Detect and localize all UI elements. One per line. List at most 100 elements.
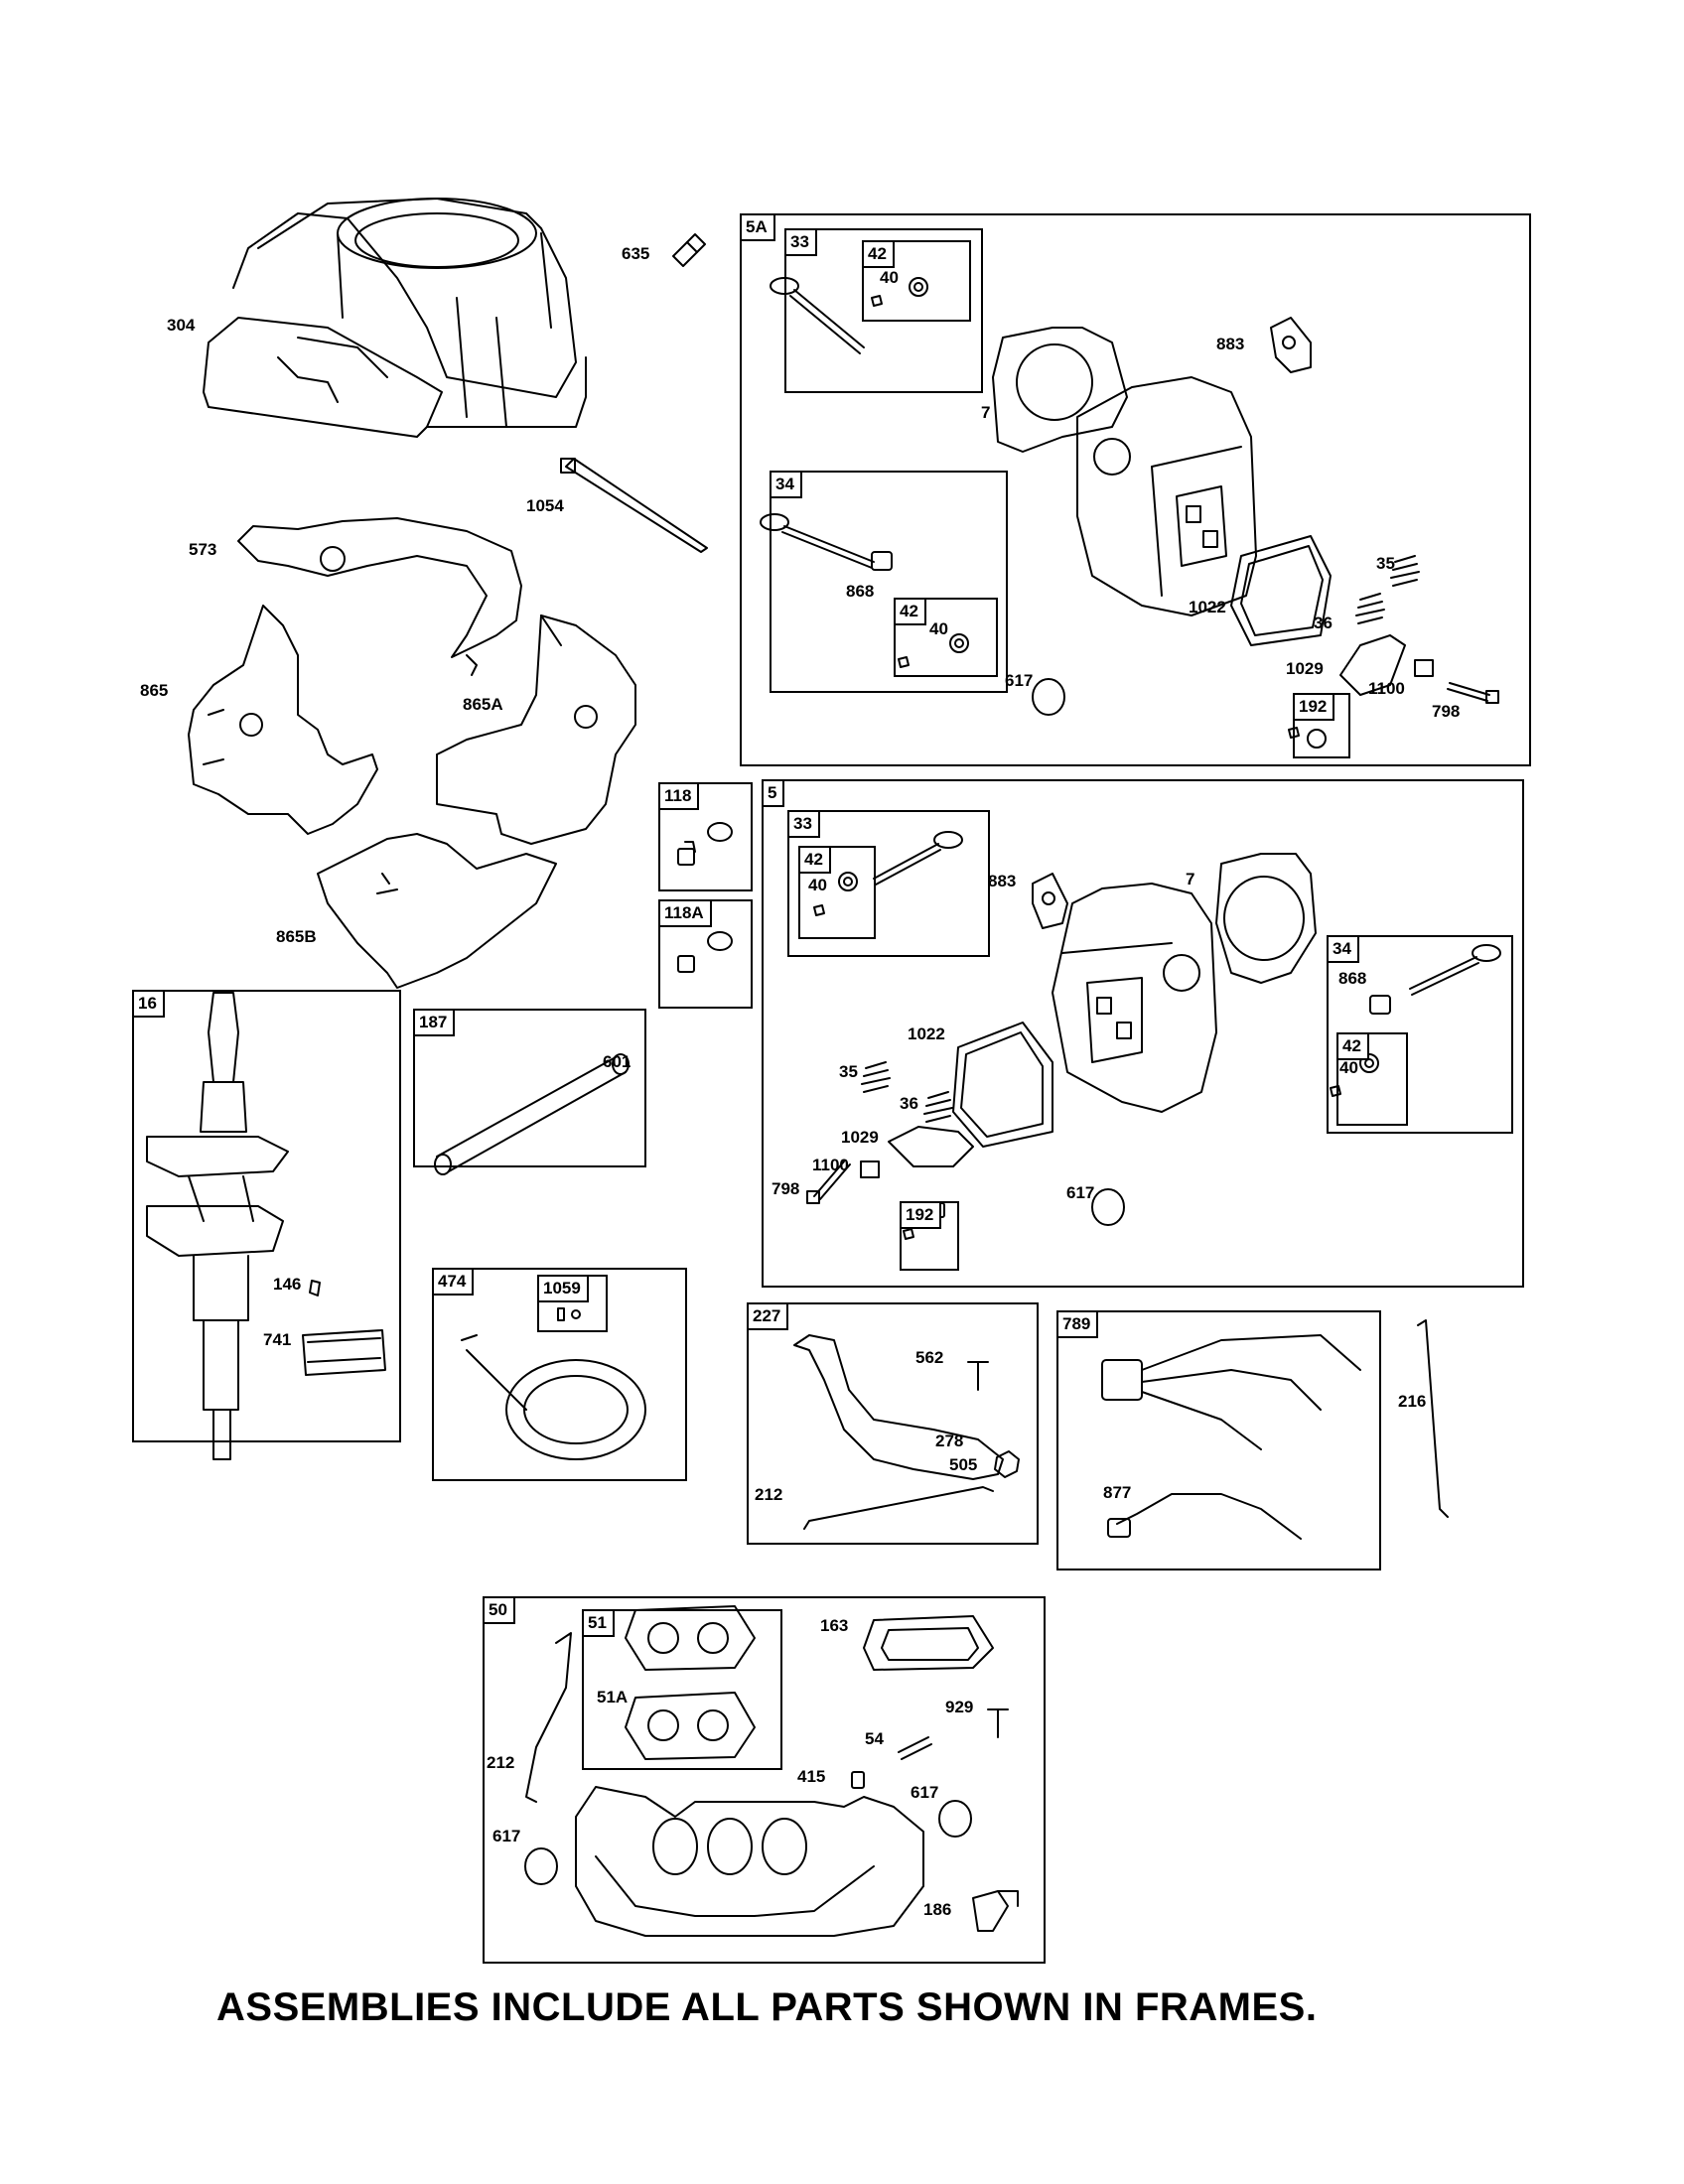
seal-617a-drawing [1032,678,1065,716]
callout-865B: 865B [276,927,317,946]
frame-tag: 50 [485,1598,515,1624]
frame-789: 789 [1056,1310,1381,1570]
frame-tag: 227 [749,1304,789,1330]
frame-474: 474 [432,1268,687,1481]
frame-118A: 118A [658,899,753,1009]
callout-617: 617 [911,1783,939,1802]
frame-34-5: 34 [1327,935,1513,1134]
callout-929: 929 [945,1698,974,1716]
callout-278: 278 [935,1432,964,1450]
callout-877: 877 [1103,1483,1132,1502]
rocker-gasket-1022b-drawing [952,1022,1053,1148]
callout-617: 617 [1066,1183,1095,1202]
frame-118: 118 [658,782,753,891]
seal-617b-drawing [1091,1188,1125,1226]
frame-192-5A: 192 [1293,693,1350,758]
callout-635: 635 [622,244,650,263]
frame-192-5: 192 [900,1201,959,1271]
callout-51A: 51A [597,1688,629,1706]
link-212b-drawing [525,1632,572,1803]
callout-617: 617 [492,1827,521,1845]
elbow-fitting-186-drawing [972,1890,1019,1932]
cable-tie-drawing [560,458,708,553]
callout-865A: 865A [463,695,503,714]
valve-keeper-42d-drawing [1330,1053,1379,1097]
callout-1029: 1029 [841,1128,879,1147]
screw-562-drawing [967,1361,989,1391]
callout-883: 883 [1216,335,1245,353]
valve-spring-35a-drawing [1390,555,1420,587]
bolt-1059-drawing [557,1307,581,1321]
valve-spring-36a-drawing [1355,593,1385,624]
stud-798a-drawing [1447,682,1499,704]
frame-42-5A-top: 42 [862,240,971,322]
rocker-arm-1029b-drawing [888,1126,974,1167]
frame-34-5A: 34 [770,471,1008,693]
head-gasket-7b-drawing [1215,853,1317,984]
rocker-gasket-1022a-drawing [1230,535,1332,646]
gear-741-drawing [302,1329,386,1376]
frame-tag: 5 [764,781,785,807]
callout-798: 798 [772,1179,800,1198]
fitting-635-drawing [672,233,706,267]
callout-163: 163 [820,1616,849,1635]
frame-42-5-left: 42 [798,846,876,939]
frame-tag: 16 [134,992,165,1018]
guide-1100a-drawing [1414,659,1434,677]
callout-1100: 1100 [812,1156,849,1174]
frame-tag: 192 [1295,695,1335,721]
frame-tag: 42 [864,242,895,268]
rocker-arm-1029a-drawing [1339,634,1406,696]
callout-1022: 1022 [1189,598,1226,616]
breather-118-drawing [677,822,733,866]
callout-146: 146 [273,1275,302,1294]
callout-562: 562 [915,1348,944,1367]
callout-1054: 1054 [526,496,564,515]
assemblies-note: ASSEMBLIES INCLUDE ALL PARTS SHOWN IN FR… [216,1985,1318,2029]
link-212-drawing [803,1486,994,1530]
seal-617c-drawing [524,1847,558,1885]
valve-spring-36b-drawing [923,1091,953,1123]
callout-54: 54 [865,1729,884,1748]
callout-36: 36 [900,1094,918,1113]
valve-keeper-42c-drawing [813,872,858,916]
callout-741: 741 [263,1330,292,1349]
callout-35: 35 [1376,554,1395,573]
baffle-573-drawing [237,517,522,676]
frame-33-5: 33 [787,810,990,957]
callout-40: 40 [929,619,948,638]
callout-573: 573 [189,540,217,559]
frame-tag: 789 [1058,1312,1099,1338]
frame-tag: 474 [434,1270,475,1296]
valve-34a-drawing [760,513,893,571]
callout-798: 798 [1432,702,1461,721]
callout-212: 212 [487,1753,515,1772]
blower-housing-drawing [203,198,587,438]
valve-keeper-42a-drawing [871,277,928,307]
frame-227: 227 [747,1302,1039,1545]
frame-tag: 192 [902,1203,942,1229]
valve-33b-drawing [873,831,963,886]
valve-34b-drawing [1369,944,1501,1015]
callout-1022: 1022 [908,1024,945,1043]
shield-865A-drawing [436,614,636,845]
callout-865: 865 [140,681,169,700]
frame-tag: 5A [742,215,775,241]
callout-883: 883 [988,872,1017,890]
governor-link-216-drawing [1417,1319,1449,1518]
callout-415: 415 [797,1767,826,1786]
plug-415-drawing [851,1771,865,1789]
callout-40: 40 [1339,1058,1358,1077]
frame-16: 16 [132,990,401,1442]
callout-40: 40 [808,876,827,894]
valve-spring-35b-drawing [861,1061,891,1093]
callout-505: 505 [949,1455,978,1474]
frame-tag: 34 [772,473,802,498]
frame-tag: 33 [786,230,817,256]
stud-798b-drawing [806,1160,851,1204]
frame-tag: 51 [584,1611,615,1637]
intake-gasket-51A-drawing [625,1692,756,1760]
callout-35: 35 [839,1062,858,1081]
callout-7: 7 [1186,870,1195,888]
